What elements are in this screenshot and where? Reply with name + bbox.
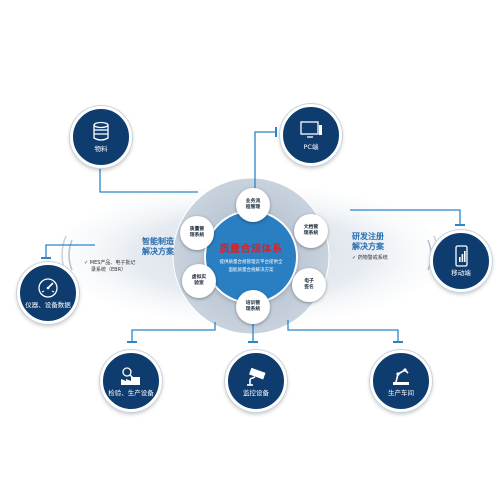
left-panel-title-1: 智能制造 <box>142 237 174 246</box>
check-icon: ✓ <box>352 255 358 261</box>
node-inspection-label: 检验、生产设备 <box>108 389 154 397</box>
bubble-document-management: 文档管理系统 <box>294 214 328 248</box>
phone-icon <box>455 245 468 267</box>
node-mobile-label: 移动端 <box>451 269 471 277</box>
node-mobile: 移动端 <box>430 230 492 292</box>
bubble-process-management: 业务流程管理 <box>236 188 270 222</box>
right-panel-title-1: 研发注册 <box>352 232 384 241</box>
center-title: 质量合规体系 <box>219 243 283 255</box>
node-instruments-label: 仪器、设备数据 <box>25 301 71 309</box>
check-icon: ✓ <box>84 260 90 266</box>
connector-caps <box>41 127 465 343</box>
gauge-icon <box>38 278 58 298</box>
connector-mobile <box>350 209 461 225</box>
node-monitoring-label: 监控设备 <box>243 389 269 397</box>
connector-pc <box>254 131 276 192</box>
bubble-electronic-signature: 电子签名 <box>292 268 326 302</box>
node-materials-label: 物料 <box>94 145 108 153</box>
factory-equipment-icon <box>121 367 140 385</box>
left-panel-title-2: 解决方案 <box>142 247 174 256</box>
left-arc-decoration <box>68 239 73 271</box>
robot-arm-icon <box>393 368 409 385</box>
connector-inspection <box>131 322 216 342</box>
right-panel-item-1: ✓ 药物警戒系统 <box>352 255 388 261</box>
inner-ring-edge <box>172 177 330 335</box>
bubble-virtual-lab: 虚拟实验室 <box>182 264 216 298</box>
barrel-icon <box>93 121 109 141</box>
connector-production <box>287 320 399 342</box>
center-subtitle-line-2: 面能质量合规解决方案 <box>228 267 274 273</box>
camera-icon <box>247 367 266 386</box>
bubble-training-management: 培训管理系统 <box>236 290 270 324</box>
node-monitoring: 监控设备 <box>225 350 287 412</box>
connectors <box>45 131 461 342</box>
connector-materials <box>99 162 198 193</box>
node-production: 生产车间 <box>370 350 432 412</box>
node-materials: 物料 <box>70 106 132 168</box>
left-panel-item-2: 录系统（EBR） <box>91 267 127 273</box>
node-production-label: 生产车间 <box>388 389 414 397</box>
node-pc: PC端 <box>280 104 342 166</box>
left-solution-items: ✓ MES产品、电子批记 录系统（EBR） <box>84 260 184 274</box>
connector-instruments <box>45 244 95 258</box>
node-instruments: 仪器、设备数据 <box>17 262 79 324</box>
node-inspection: 检验、生产设备 <box>100 350 162 412</box>
right-solution-panel: 研发注册 解决方案 ✓ 药物警戒系统 <box>352 232 432 262</box>
center-subtitle-line-1: 提供质量合规管理云平台提供全 <box>219 259 283 265</box>
left-solution-panel: 智能制造 解决方案 <box>104 237 174 257</box>
node-pc-label: PC端 <box>303 143 319 151</box>
right-panel-title-2: 解决方案 <box>352 242 384 251</box>
monitor-icon <box>300 121 322 138</box>
center-circle: 质量合规体系 提供质量合规管理云平台提供全 面能质量合规解决方案 <box>206 212 296 302</box>
left-panel-item-1: ✓ MES产品、电子批记 <box>84 260 136 266</box>
bubble-quality-management: 质量管理系统 <box>180 216 214 250</box>
